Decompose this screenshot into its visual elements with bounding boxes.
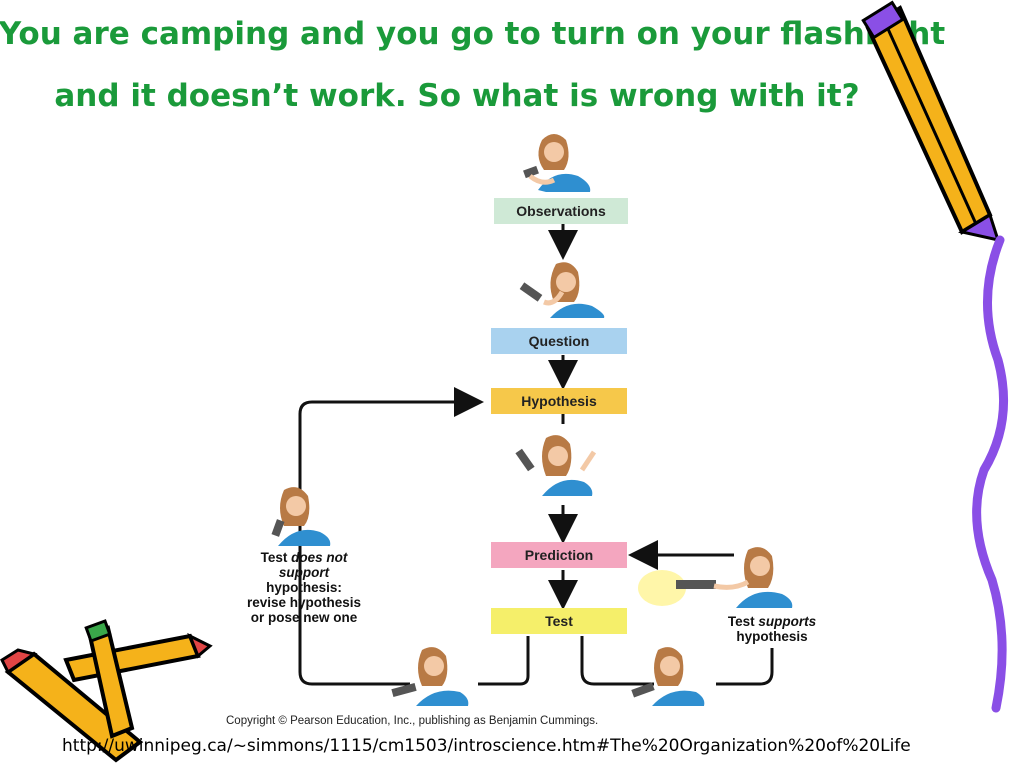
person-hypothesizing-icon [515, 435, 597, 496]
pencil-bottom-left-2-icon [63, 632, 213, 683]
observations-box: Observations [494, 198, 628, 224]
scribble-right [972, 235, 1009, 713]
slide-title-line-2: and it doesn’t work. So what is wrong wi… [54, 78, 860, 114]
slide-title-line-1: You are camping and you go to turn on yo… [0, 16, 946, 52]
label-test-supports: Test supports hypothesis [727, 614, 817, 644]
person-not-support-icon [271, 487, 331, 546]
question-box: Question [491, 328, 627, 354]
pencil-bottom-left-1-icon [0, 648, 144, 763]
source-url-link[interactable]: http://uwinnipeg.ca/~simmons/1115/cm1503… [62, 736, 911, 756]
person-testing-left-icon [391, 647, 469, 706]
person-questioning-icon [519, 262, 605, 318]
pencil-top-right-icon [861, 0, 1001, 243]
person-testing-right-icon [631, 647, 705, 706]
hypothesis-box: Hypothesis [491, 388, 627, 414]
label-test-not-support: Test does not support hypothesis: revise… [246, 550, 362, 625]
loop-right [580, 636, 774, 686]
person-observing-icon [523, 134, 591, 192]
pencil-bottom-left-3-icon [84, 619, 135, 739]
prediction-box: Prediction [491, 542, 627, 568]
copyright-notice: Copyright © Pearson Education, Inc., pub… [226, 715, 599, 727]
person-supports-flashlight-icon [638, 547, 793, 608]
test-box: Test [491, 608, 627, 634]
